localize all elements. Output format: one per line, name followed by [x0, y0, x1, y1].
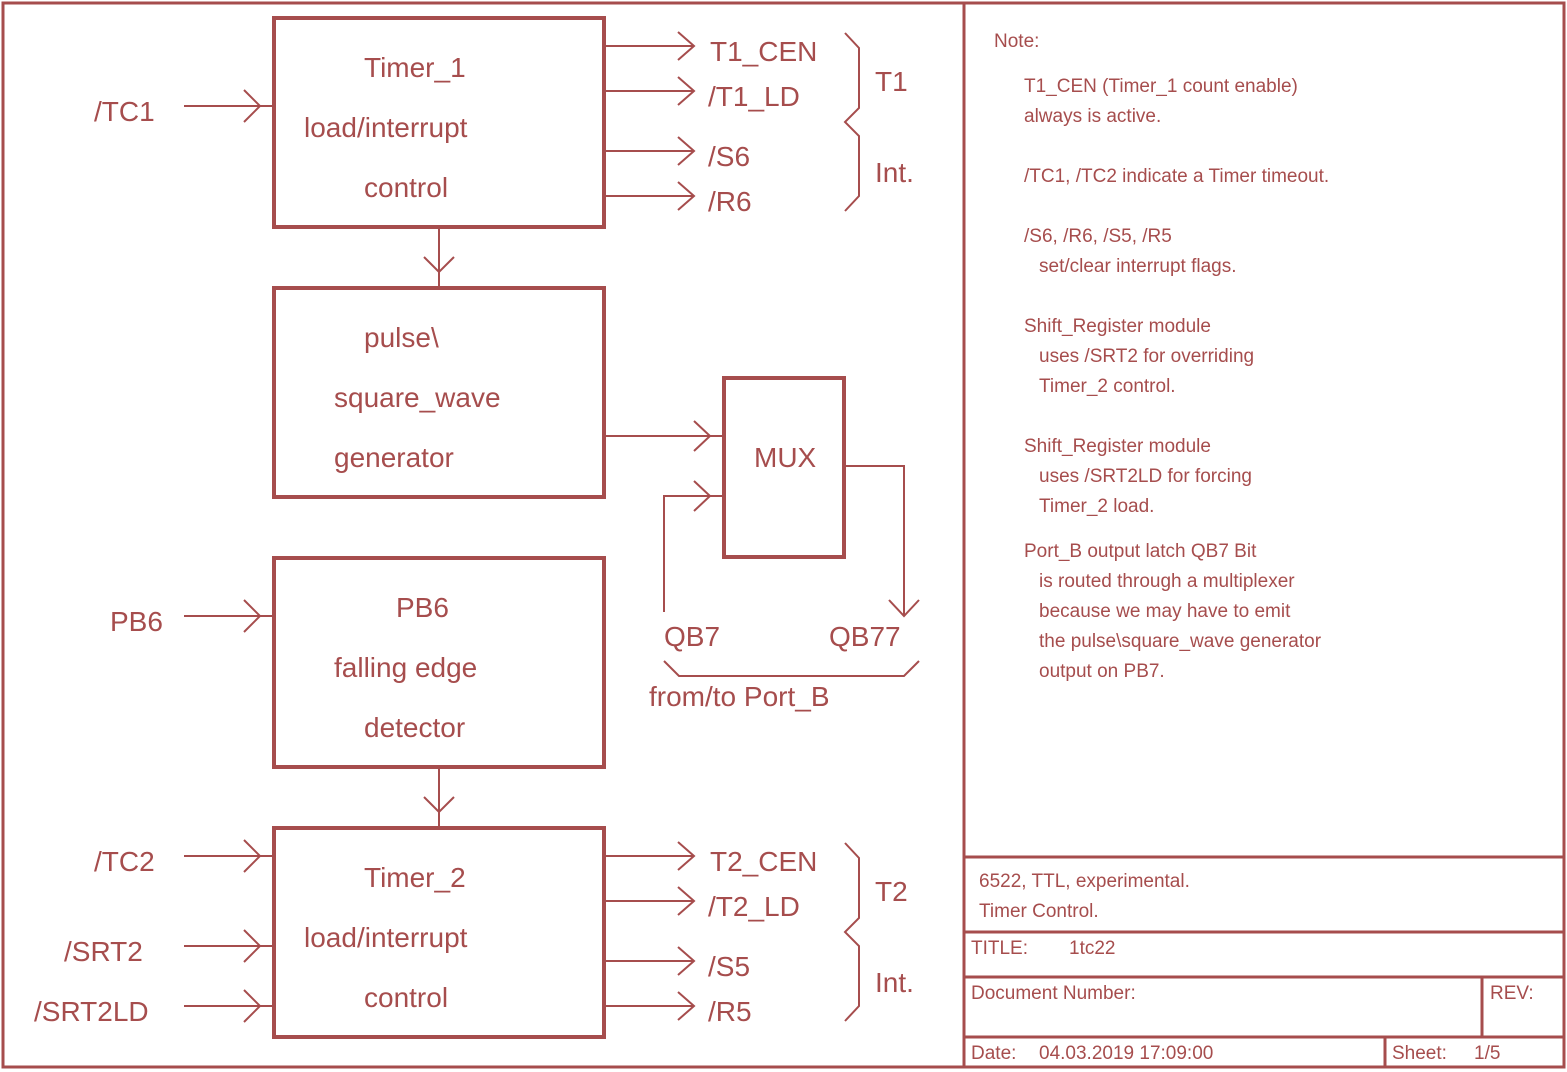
output-s5: /S5: [708, 951, 750, 982]
pulse-label-3: generator: [334, 442, 454, 473]
timer1-box: [272, 16, 606, 229]
note-line: uses /SRT2 for overriding: [1039, 346, 1254, 367]
mux-box: [722, 376, 846, 559]
title-value: 1tc22: [1069, 938, 1115, 959]
group-int2-label: Int.: [875, 967, 914, 998]
note-line: Shift_Register module: [1024, 316, 1211, 337]
pb6-detector-box: [272, 556, 606, 769]
note-line: Shift_Register module: [1024, 436, 1211, 457]
note-line: /S6, /R6, /S5, /R5: [1024, 226, 1172, 247]
note-line: Port_B output latch QB7 Bit: [1024, 541, 1257, 562]
note-line: the pulse\square_wave generator: [1039, 631, 1322, 652]
group-int1-label: Int.: [875, 157, 914, 188]
note-line: T1_CEN (Timer_1 count enable): [1024, 76, 1298, 97]
pb6-detector-label-1: PB6: [396, 592, 449, 623]
group-t1-label: T1: [875, 66, 908, 97]
title-block: 6522, TTL, experimental. Timer Control. …: [964, 855, 1564, 1067]
timer1-output-arrows-icon: [606, 31, 696, 211]
note-line: is routed through a multiplexer: [1039, 571, 1295, 592]
brace-timer2-icon: [843, 842, 860, 1022]
pb6-detector-block: PB6 falling edge detector: [272, 556, 606, 769]
port-b-label: from/to Port_B: [649, 681, 830, 712]
mux-to-qb77-arrow-icon: [846, 465, 920, 618]
input-tc1-label: /TC1: [94, 96, 155, 127]
timer1-block: Timer_1 load/interrupt control: [272, 16, 606, 229]
port-qb7-label: QB7: [664, 621, 720, 652]
notes-heading: Note:: [994, 31, 1039, 52]
timer1-to-pulse-arrow-icon: [423, 229, 455, 286]
notes-section: Note: T1_CEN (Timer_1 count enable) alwa…: [994, 31, 1329, 682]
output-t1-ld: /T1_LD: [708, 81, 800, 112]
timer1-label: Timer_1: [364, 52, 466, 83]
rev-label: REV:: [1490, 983, 1534, 1004]
output-t2-cen: T2_CEN: [710, 846, 817, 877]
port-qb77-label: QB77: [829, 621, 901, 652]
timer2-block: Timer_2 load/interrupt control: [272, 826, 606, 1039]
note-line: set/clear interrupt flags.: [1039, 256, 1236, 277]
qb7-to-mux-arrow-icon: [663, 480, 722, 612]
title-label: TITLE:: [971, 938, 1028, 959]
note-line: Timer_2 load.: [1039, 496, 1154, 517]
timer2-output-arrows-icon: [606, 841, 696, 1021]
detector-to-timer2-arrow-icon: [423, 769, 455, 826]
document-number-label: Document Number:: [971, 983, 1136, 1004]
input-tc2-label: /TC2: [94, 846, 155, 877]
input-pb6-arrow-icon: [184, 599, 272, 633]
date-label: Date:: [971, 1043, 1016, 1064]
sheet-value: 1/5: [1474, 1043, 1500, 1064]
brace-timer1-icon: [843, 32, 860, 212]
mux-block: MUX: [722, 376, 846, 559]
pulse-generator-box: [272, 286, 606, 499]
output-t2-ld: /T2_LD: [708, 891, 800, 922]
brace-port-b-icon: [663, 660, 920, 677]
timer2-label-3: control: [364, 982, 448, 1013]
timer2-input-arrows-icon: [184, 839, 272, 1023]
note-line: because we may have to emit: [1039, 601, 1291, 622]
group-t2-label: T2: [875, 876, 908, 907]
pb6-detector-label-2: falling edge: [334, 652, 477, 683]
note-line: Timer_2 control.: [1039, 376, 1176, 397]
timer2-label-2: load/interrupt: [304, 922, 468, 953]
pulse-label-2: square_wave: [334, 382, 501, 413]
pulse-label-1: pulse\: [364, 322, 439, 353]
description-line-2: Timer Control.: [979, 901, 1099, 922]
sheet-label: Sheet:: [1392, 1043, 1447, 1064]
date-value: 04.03.2019 17:09:00: [1039, 1043, 1213, 1064]
input-srt2ld-label: /SRT2LD: [34, 996, 149, 1027]
input-tc1-arrow-icon: [184, 89, 272, 123]
description-line-1: 6522, TTL, experimental.: [979, 871, 1190, 892]
input-srt2-label: /SRT2: [64, 936, 143, 967]
note-line: uses /SRT2LD for forcing: [1039, 466, 1252, 487]
output-s6: /S6: [708, 141, 750, 172]
note-line: output on PB7.: [1039, 661, 1165, 682]
input-pb6-label: PB6: [110, 606, 163, 637]
output-r5: /R5: [708, 996, 752, 1027]
pulse-generator-block: pulse\ square_wave generator: [272, 286, 606, 499]
timer1-label-3: control: [364, 172, 448, 203]
note-line: always is active.: [1024, 106, 1161, 127]
timer2-label: Timer_2: [364, 862, 466, 893]
pb6-detector-label-3: detector: [364, 712, 465, 743]
timer2-box: [272, 826, 606, 1039]
timer1-label-2: load/interrupt: [304, 112, 468, 143]
mux-label: MUX: [754, 442, 817, 473]
note-line: /TC1, /TC2 indicate a Timer timeout.: [1024, 166, 1329, 187]
output-t1-cen: T1_CEN: [710, 36, 817, 67]
output-r6: /R6: [708, 186, 752, 217]
pulse-to-mux-arrow-icon: [606, 420, 722, 452]
